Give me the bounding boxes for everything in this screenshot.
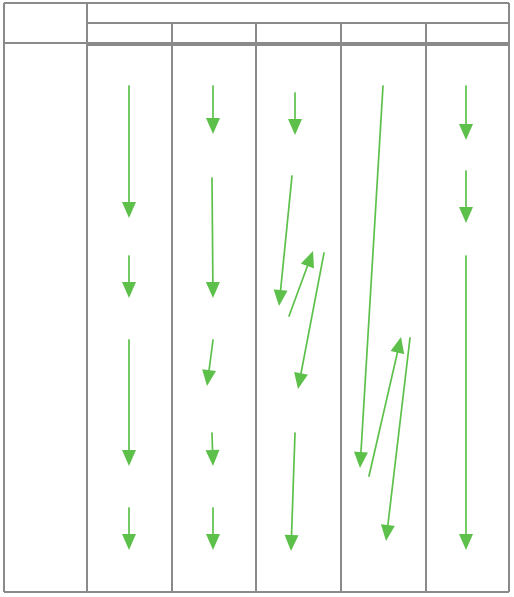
arrow-column-2-3-down	[202, 339, 217, 386]
arrow-column-1-1-down-head	[122, 202, 136, 218]
arrow-column-1-2-down	[122, 255, 136, 298]
arrow-column-2-1-down	[206, 85, 220, 134]
arrow-column-2-3-down-shaft	[208, 339, 214, 371]
arrow-column-4-1-down	[353, 85, 384, 468]
arrow-column-2-3-down-head	[202, 369, 217, 386]
arrow-column-1-4-down	[122, 507, 136, 550]
arrow-column-1-3-down	[122, 339, 136, 466]
arrow-column-4-2-up-right-shaft	[368, 351, 399, 477]
arrow-column-4-2-up-right	[368, 337, 405, 477]
arrow-column-1-2-down-head	[122, 282, 136, 298]
arrow-column-4-2-up-right-head	[390, 337, 405, 355]
arrow-column-4-3-down-left-head	[380, 524, 395, 541]
arrow-column-5-1-down	[459, 85, 473, 140]
arrow-column-3-3-up-right-head	[300, 251, 315, 269]
arrow-column-3-1-down	[288, 92, 302, 135]
arrow-column-5-2-down	[459, 170, 473, 223]
arrow-column-1-1-down	[122, 85, 136, 218]
arrow-layer	[122, 85, 473, 551]
arrow-column-3-2-down-left	[273, 175, 293, 306]
arrow-column-5-1-down-head	[459, 124, 473, 140]
arrow-column-4-3-down-left	[380, 337, 411, 541]
table-grid	[3, 2, 510, 593]
arrow-column-4-3-down-left-shaft	[387, 337, 411, 526]
arrow-column-3-4-down-left-shaft	[300, 252, 325, 375]
arrow-column-2-1-down-head	[206, 118, 220, 134]
arrow-column-3-1-down-head	[288, 119, 302, 135]
arrow-column-2-4-down-head	[205, 449, 220, 466]
arrow-column-3-2-down-left-shaft	[279, 175, 293, 291]
arrow-column-5-3-down-head	[459, 534, 473, 550]
arrow-column-3-5-down	[284, 432, 299, 551]
arrow-column-2-2-down	[205, 177, 220, 298]
arrow-column-3-2-down-left-head	[273, 289, 288, 306]
arrow-column-1-3-down-head	[122, 450, 136, 466]
arrow-column-2-2-down-head	[205, 281, 220, 298]
arrow-column-1-4-down-head	[122, 534, 136, 550]
arrow-column-3-4-down-left-head	[294, 371, 308, 389]
arrow-column-4-1-down-head	[353, 451, 368, 468]
arrow-column-2-2-down-shaft	[211, 177, 214, 283]
arrow-column-2-5-down	[206, 507, 220, 550]
arrow-column-3-3-up-right-shaft	[288, 265, 309, 317]
arrow-column-2-5-down-head	[206, 534, 220, 550]
arrow-column-4-1-down-shaft	[360, 85, 384, 453]
arrow-column-2-4-down	[205, 432, 220, 466]
arrow-column-5-3-down	[459, 255, 473, 550]
arrow-column-3-5-down-head	[284, 534, 299, 551]
arrow-column-5-2-down-head	[459, 207, 473, 223]
arrow-column-3-3-up-right	[288, 251, 315, 317]
arrow-column-3-4-down-left	[294, 252, 325, 389]
arrow-column-3-5-down-shaft	[290, 432, 296, 536]
arrow-column-2-4-down-shaft	[211, 432, 214, 451]
